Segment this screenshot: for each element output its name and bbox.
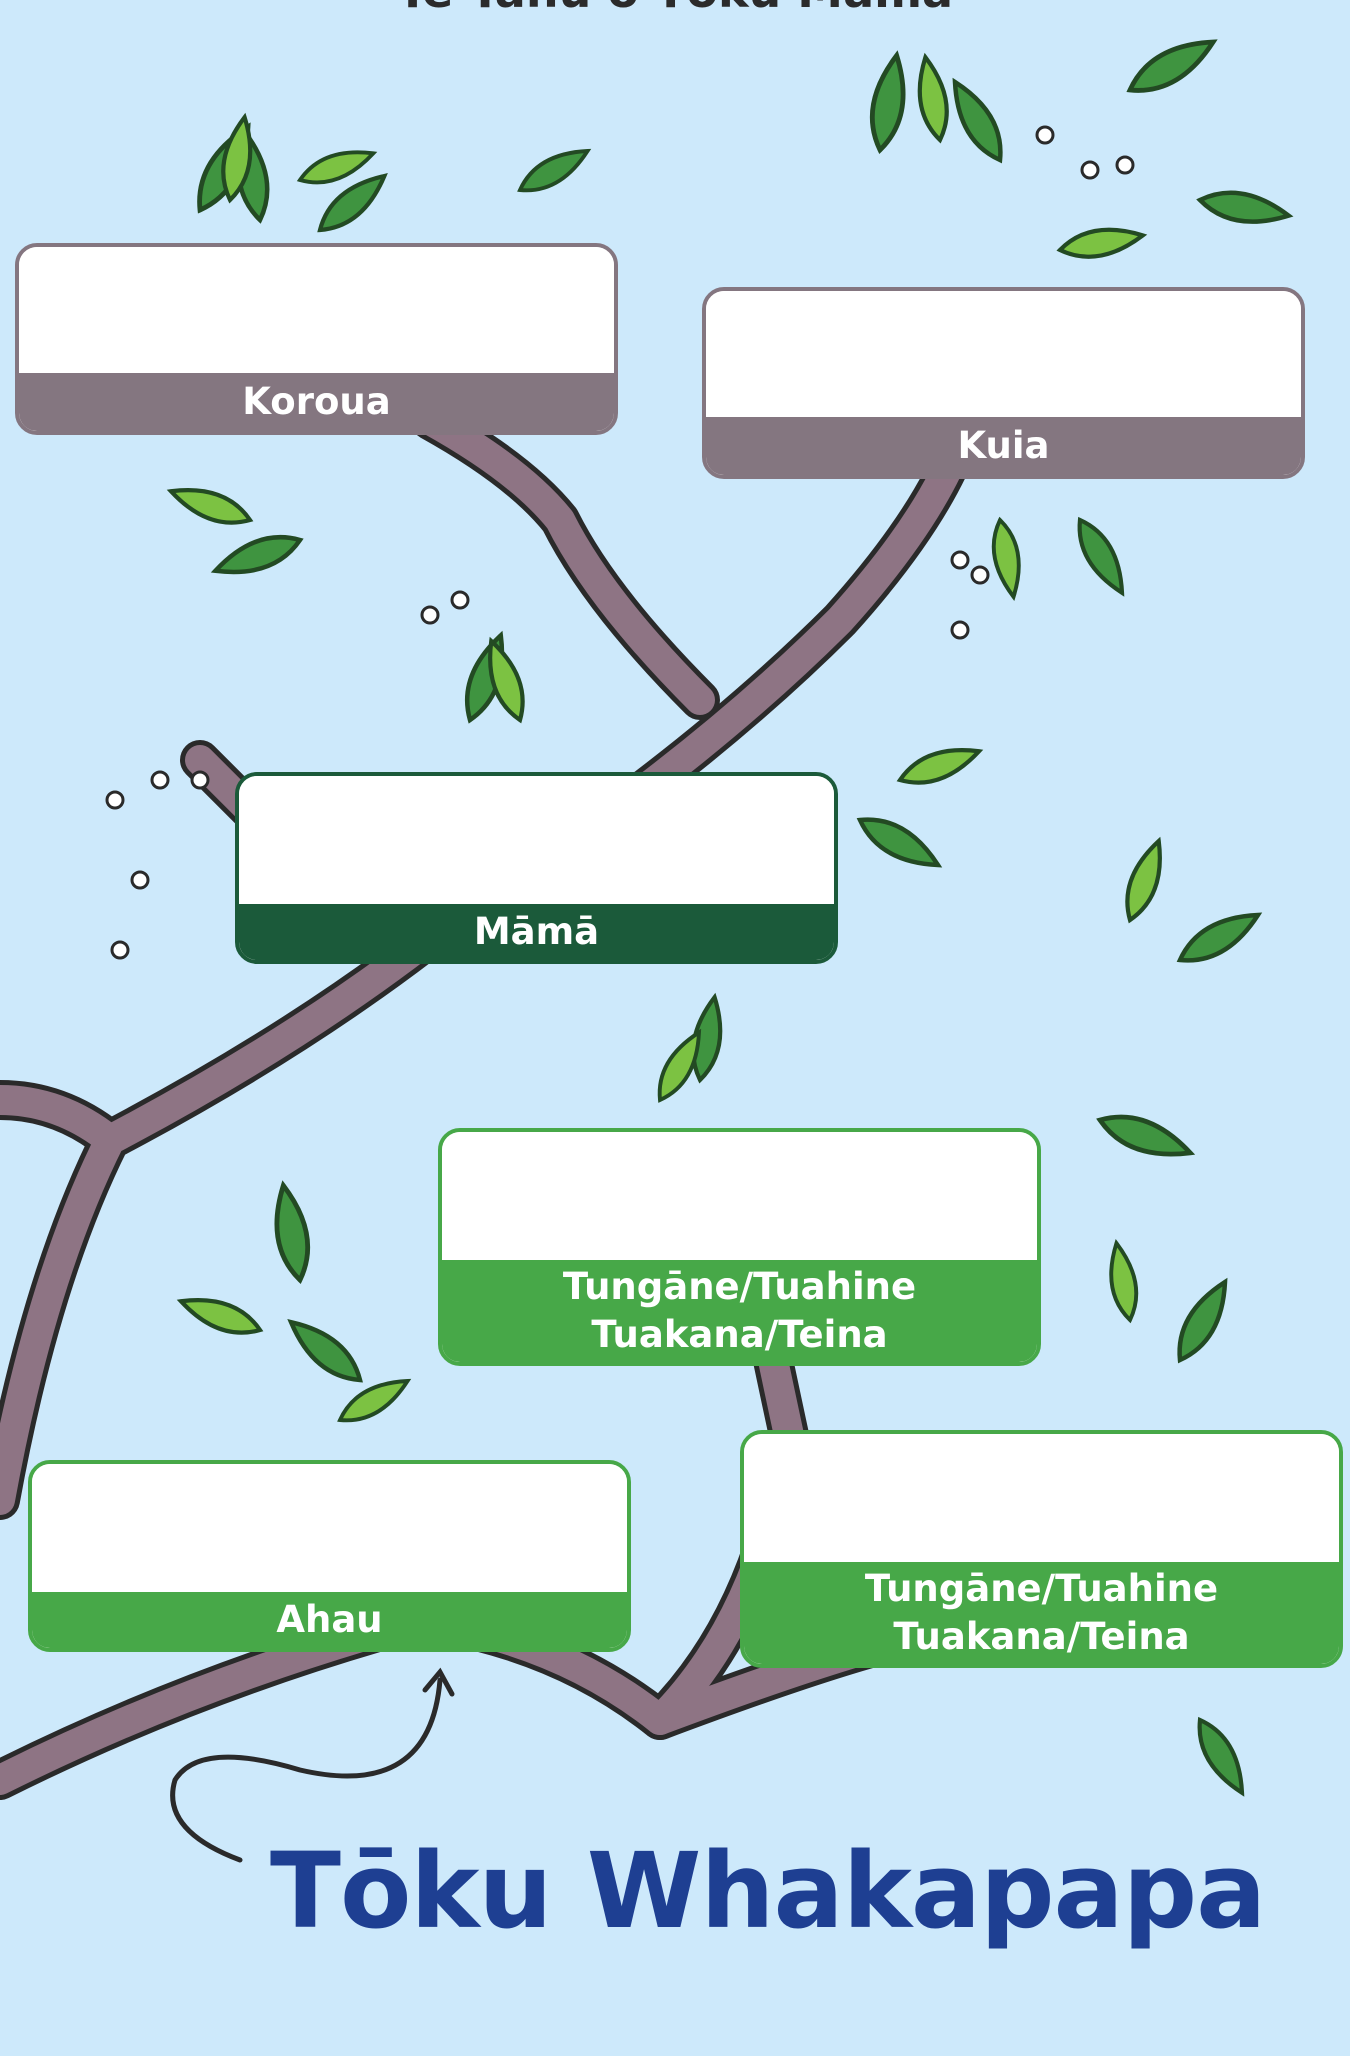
- ahau-name-field[interactable]: [32, 1464, 627, 1592]
- mama-label: Māmā: [239, 904, 834, 960]
- ahau-card: Ahau: [28, 1460, 631, 1652]
- koroua-card: Koroua: [15, 243, 618, 435]
- kuia-name-field[interactable]: [706, 291, 1301, 417]
- sibling-1-name-field[interactable]: [442, 1132, 1037, 1260]
- koroua-label: Koroua: [19, 373, 614, 431]
- kuia-label: Kuia: [706, 417, 1301, 475]
- sibling-1-label: Tungāne/Tuahine Tuakana/Teina: [442, 1260, 1037, 1362]
- mama-name-field[interactable]: [239, 776, 834, 904]
- sibling-2-name-field[interactable]: [744, 1434, 1339, 1562]
- main-title: Tōku Whakapapa: [270, 1830, 1266, 1952]
- kuia-card: Kuia: [702, 287, 1305, 479]
- sibling-card-1: Tungāne/Tuahine Tuakana/Teina: [438, 1128, 1041, 1366]
- sibling-2-label: Tungāne/Tuahine Tuakana/Teina: [744, 1562, 1339, 1664]
- mama-card: Māmā: [235, 772, 838, 964]
- worksheet-top-title: Te Tahu o Tōku Māmā: [0, 0, 1350, 16]
- sibling-card-2: Tungāne/Tuahine Tuakana/Teina: [740, 1430, 1343, 1668]
- koroua-name-field[interactable]: [19, 247, 614, 373]
- ahau-label: Ahau: [32, 1592, 627, 1648]
- curved-arrow-icon: [170, 1667, 455, 1863]
